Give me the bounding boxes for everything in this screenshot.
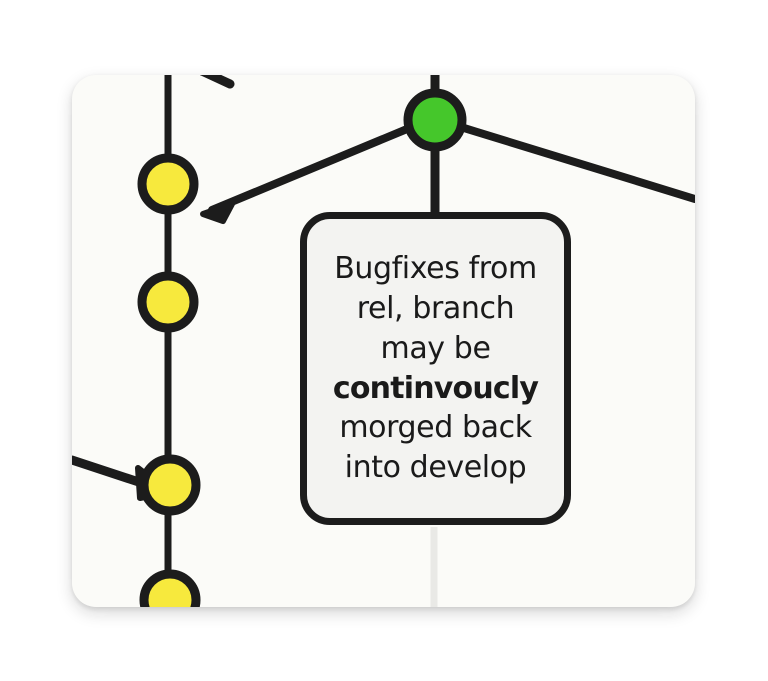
tooltip-line-2: rel, branch bbox=[356, 290, 515, 326]
release-commit-node[interactable] bbox=[403, 88, 467, 152]
release-right-line bbox=[460, 124, 695, 203]
tooltip-line-5: morged back bbox=[339, 410, 532, 446]
clipped-arrow-top bbox=[199, 75, 235, 89]
diagram-card: Bugfixes from rel, branch may be continv… bbox=[72, 75, 695, 607]
develop-commit-node-3[interactable] bbox=[139, 454, 201, 516]
develop-commit-node-4[interactable] bbox=[139, 569, 201, 607]
release-to-develop-arrow bbox=[200, 125, 411, 224]
tooltip-line-6: into develop bbox=[344, 450, 527, 486]
develop-commit-node-1[interactable] bbox=[137, 153, 199, 215]
tooltip-line-3: may be bbox=[380, 330, 491, 366]
git-graph-canvas bbox=[72, 75, 695, 607]
develop-commit-node-2[interactable] bbox=[137, 271, 199, 333]
tooltip-line-1: Bugfixes from bbox=[334, 250, 537, 286]
annotation-tooltip: Bugfixes from rel, branch may be continv… bbox=[300, 212, 571, 525]
tooltip-line-4: continvoucly bbox=[332, 370, 539, 406]
